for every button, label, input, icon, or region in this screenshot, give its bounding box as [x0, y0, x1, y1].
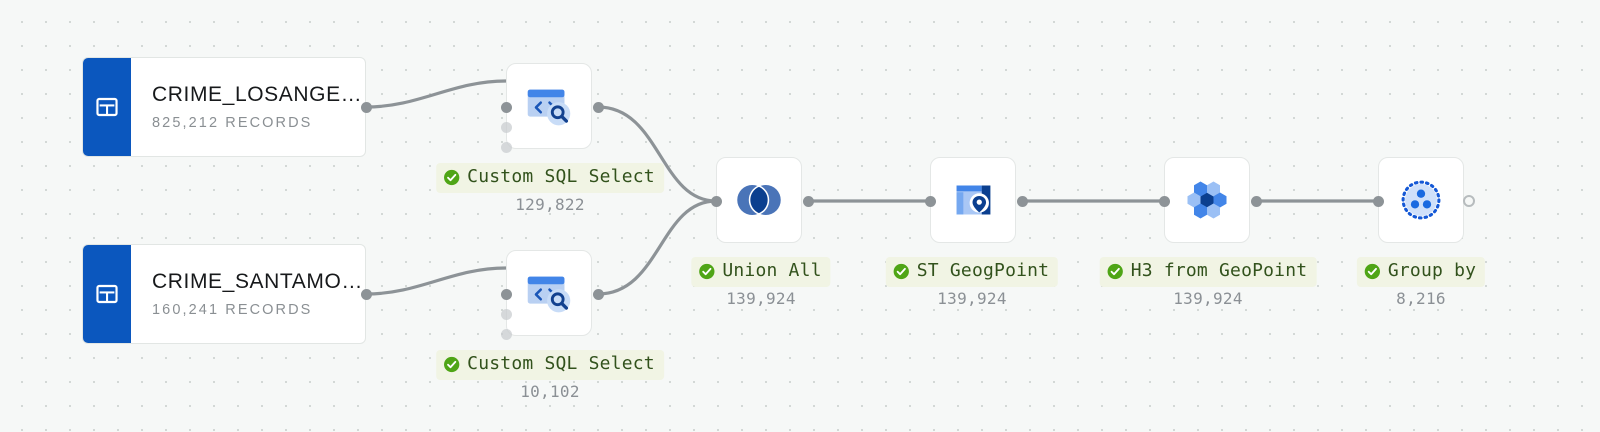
- table-node-text: CRIME_SANTAMO… 160,241 RECORDS: [131, 245, 365, 343]
- node-union-all[interactable]: [716, 157, 802, 243]
- port-in-sql-bottom-2[interactable]: [501, 309, 512, 320]
- union-all-icon: [737, 185, 781, 215]
- port-out-source1[interactable]: [361, 102, 372, 113]
- count-custom-sql-select-top: 129,822: [515, 195, 585, 214]
- table-icon: [96, 284, 118, 304]
- wire-source2-to-sql-bottom: [364, 266, 508, 296]
- success-check-icon: [699, 263, 715, 279]
- table-icon-panel: [83, 58, 131, 156]
- port-in-union-all[interactable]: [711, 196, 722, 207]
- wire-source1-to-sql-top: [364, 79, 508, 109]
- label-group-by: Group by: [1356, 257, 1486, 287]
- success-check-icon: [444, 356, 460, 372]
- sql-select-icon: [527, 276, 571, 313]
- port-out-source2[interactable]: [361, 289, 372, 300]
- success-check-icon: [444, 169, 460, 185]
- port-in-sql-bottom-1[interactable]: [501, 289, 512, 300]
- geopoint-icon: [956, 185, 991, 215]
- table-node-title: CRIME_LOSANGE…: [152, 83, 363, 107]
- node-h3-from-geopoint[interactable]: [1164, 157, 1250, 243]
- port-out-sql-top[interactable]: [593, 102, 604, 113]
- table-icon-panel: [83, 245, 131, 343]
- port-out-sql-bottom[interactable]: [593, 289, 604, 300]
- port-out-st-geogpoint[interactable]: [1017, 196, 1028, 207]
- port-in-st-geogpoint[interactable]: [925, 196, 936, 207]
- node-custom-sql-select-bottom[interactable]: [506, 250, 592, 336]
- table-node-records: 160,241 RECORDS: [152, 301, 313, 318]
- count-custom-sql-select-bottom: 10,102: [520, 382, 580, 401]
- table-node-title: CRIME_SANTAMO…: [152, 270, 364, 294]
- port-in-sql-top-1[interactable]: [501, 102, 512, 113]
- node-st-geogpoint[interactable]: [930, 157, 1016, 243]
- port-out-group-by[interactable]: [1463, 195, 1475, 207]
- node-group-by[interactable]: [1378, 157, 1464, 243]
- table-icon: [96, 97, 118, 117]
- label-text: Group by: [1387, 260, 1477, 281]
- success-check-icon: [893, 263, 909, 279]
- label-text: Custom SQL Select: [467, 166, 655, 187]
- label-st-geogpoint: ST GeogPoint: [885, 257, 1059, 287]
- label-h3-from-geopoint: H3 from GeoPoint: [1099, 257, 1317, 287]
- label-text: ST GeogPoint: [916, 260, 1050, 281]
- count-group-by: 8,216: [1396, 289, 1446, 308]
- label-text: H3 from GeoPoint: [1130, 260, 1308, 281]
- port-in-sql-bottom-3[interactable]: [501, 329, 512, 340]
- table-node-crime-santamonica[interactable]: CRIME_SANTAMO… 160,241 RECORDS: [82, 244, 366, 344]
- success-check-icon: [1107, 263, 1123, 279]
- count-h3-from-geopoint: 139,924: [1173, 289, 1243, 308]
- port-in-sql-top-3[interactable]: [501, 142, 512, 153]
- port-out-h3-from-geopoint[interactable]: [1251, 196, 1262, 207]
- h3-hexagon-icon: [1187, 181, 1227, 219]
- label-custom-sql-select-top: Custom SQL Select: [436, 163, 664, 193]
- label-custom-sql-select-bottom: Custom SQL Select: [436, 350, 664, 380]
- sql-select-icon: [527, 89, 571, 126]
- label-union-all: Union All: [691, 257, 831, 287]
- table-node-text: CRIME_LOSANGE… 825,212 RECORDS: [131, 58, 365, 156]
- count-st-geogpoint: 139,924: [937, 289, 1007, 308]
- port-in-group-by[interactable]: [1373, 196, 1384, 207]
- group-by-icon: [1401, 180, 1441, 220]
- label-text: Union All: [722, 260, 822, 281]
- success-check-icon: [1364, 263, 1381, 279]
- table-node-crime-losangeles[interactable]: CRIME_LOSANGE… 825,212 RECORDS: [82, 57, 366, 157]
- port-in-sql-top-2[interactable]: [501, 122, 512, 133]
- port-out-union-all[interactable]: [803, 196, 814, 207]
- node-custom-sql-select-top[interactable]: [506, 63, 592, 149]
- port-in-h3-from-geopoint[interactable]: [1159, 196, 1170, 207]
- label-text: Custom SQL Select: [467, 353, 655, 374]
- count-union-all: 139,924: [726, 289, 796, 308]
- table-node-records: 825,212 RECORDS: [152, 114, 313, 131]
